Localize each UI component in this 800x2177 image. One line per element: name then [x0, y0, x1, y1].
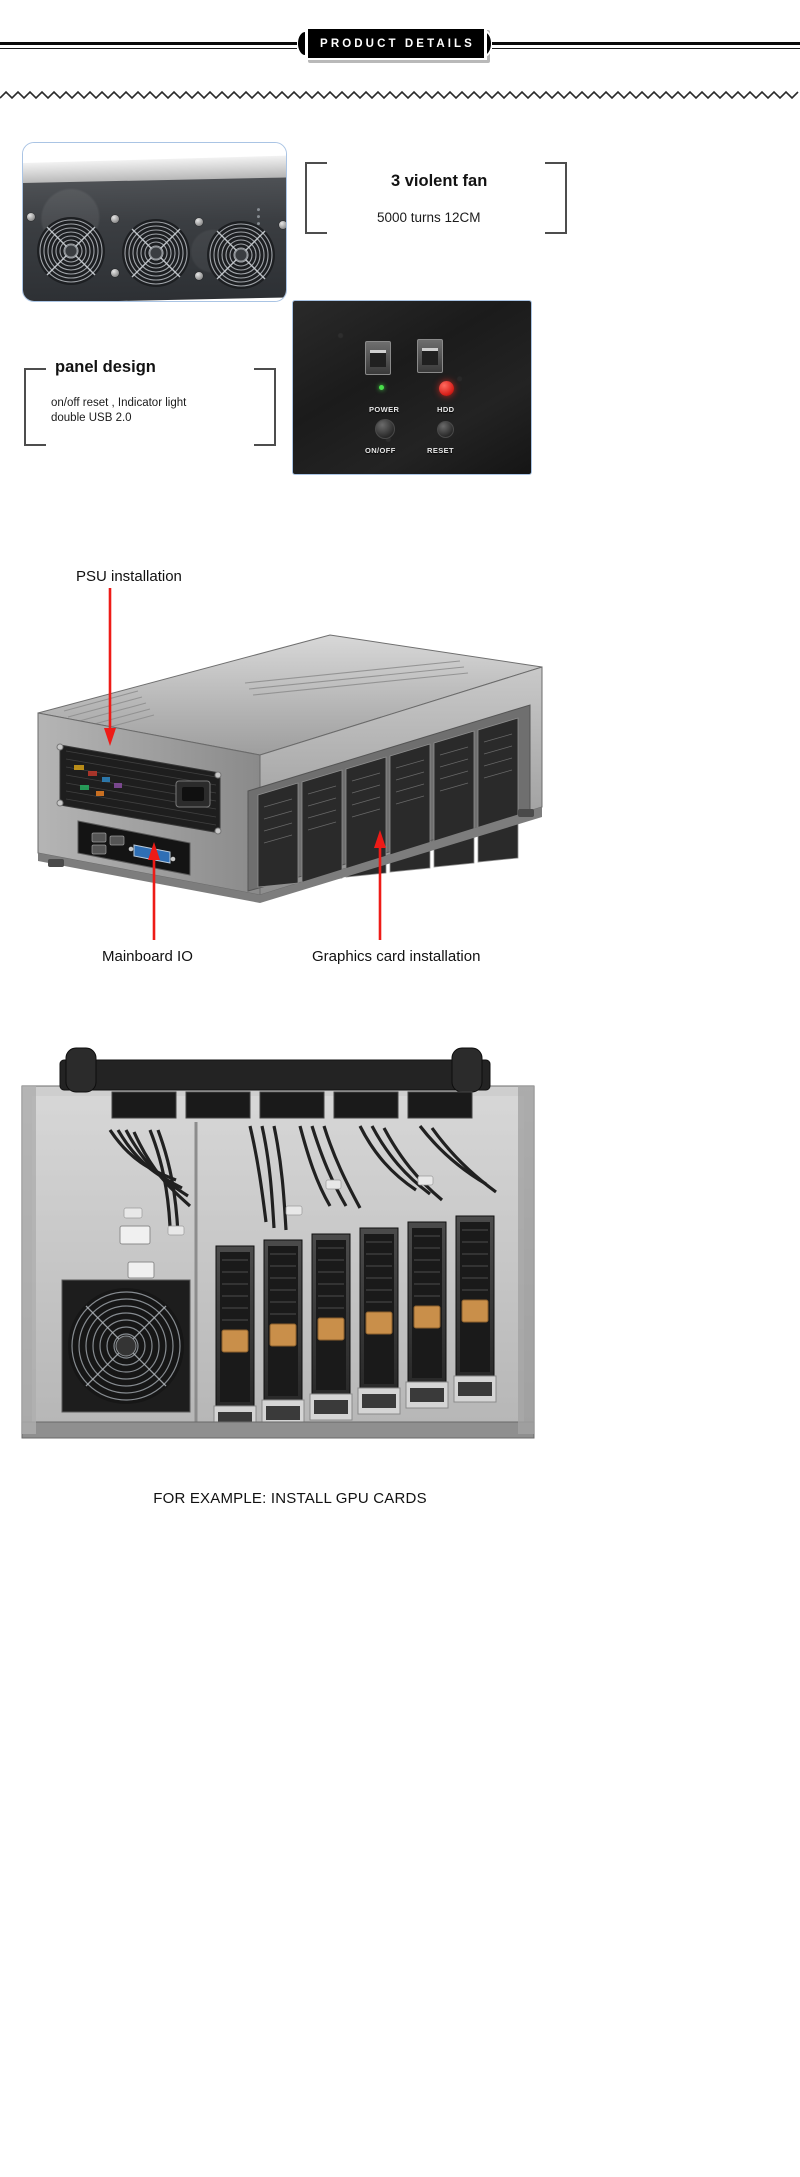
power-led-icon: [379, 385, 384, 390]
page-header: PRODUCT DETAILS: [0, 0, 800, 100]
badge-label: PRODUCT DETAILS: [320, 37, 475, 50]
screw-icon: [279, 221, 286, 229]
screw-icon: [195, 218, 203, 226]
fan-3-icon: [205, 219, 277, 291]
annotation-label-graphics-card: Graphics card installation: [312, 948, 481, 965]
panel-callout-right-bracket: [254, 368, 276, 446]
power-label: POWER: [369, 405, 400, 414]
hdd-led-icon: [439, 381, 454, 396]
open-chassis-gpu-install-photo: [0, 1030, 580, 1460]
product-details-badge: PRODUCT DETAILS: [297, 27, 495, 63]
rear-chassis-section: PSU installation Mainboard IO Graphics c…: [0, 540, 800, 1010]
reset-button-icon[interactable]: [437, 421, 454, 438]
panel-callout-title: panel design: [55, 358, 156, 376]
panel-callout-left-bracket: [24, 368, 46, 446]
annotation-label-psu: PSU installation: [76, 568, 182, 585]
gpu-build-caption: FOR EXAMPLE: INSTALL GPU CARDS: [153, 1490, 427, 1507]
panel-callout-line1: on/off reset , Indicator light: [51, 397, 187, 409]
hdd-label: HDD: [437, 405, 455, 414]
chassis-front-fans-photo: [22, 142, 287, 302]
panel-photo-art: POWER HDD ON/OFF RESET: [293, 301, 531, 474]
fans-callout-title: 3 violent fan: [391, 172, 488, 190]
onoff-label: ON/OFF: [365, 446, 396, 455]
fan-1-icon: [35, 215, 107, 287]
gpu-build-section: FOR EXAMPLE: INSTALL GPU CARDS: [0, 1020, 800, 2177]
arrow-psu-icon: [96, 588, 126, 748]
annotation-label-mainboard-io: Mainboard IO: [102, 948, 193, 965]
fans-photo-art: [23, 143, 286, 301]
fans-callout-right-bracket: [545, 162, 567, 234]
power-button-icon[interactable]: [375, 419, 395, 439]
screw-icon: [111, 269, 119, 277]
arrow-graphics-card-icon: [366, 828, 396, 940]
arrow-mainboard-io-icon: [140, 840, 170, 940]
usb-port-1-icon: [365, 341, 391, 375]
fans-callout-left-bracket: [305, 162, 327, 234]
screw-icon: [27, 213, 35, 221]
screw-icon: [111, 215, 119, 223]
screw-icon: [195, 272, 203, 280]
front-io-panel-photo: POWER HDD ON/OFF RESET: [292, 300, 532, 475]
fans-and-panel-section: 3 violent fan 5000 turns 12CM POWER HDD …: [0, 100, 800, 520]
fan-2-icon: [120, 217, 192, 289]
panel-callout-line2: double USB 2.0: [51, 412, 132, 424]
usb-port-2-icon: [417, 339, 443, 373]
scallop-divider: [0, 90, 800, 100]
badge-body: PRODUCT DETAILS: [308, 29, 484, 58]
fans-callout-subtitle: 5000 turns 12CM: [377, 210, 481, 225]
reset-label: RESET: [427, 446, 455, 455]
